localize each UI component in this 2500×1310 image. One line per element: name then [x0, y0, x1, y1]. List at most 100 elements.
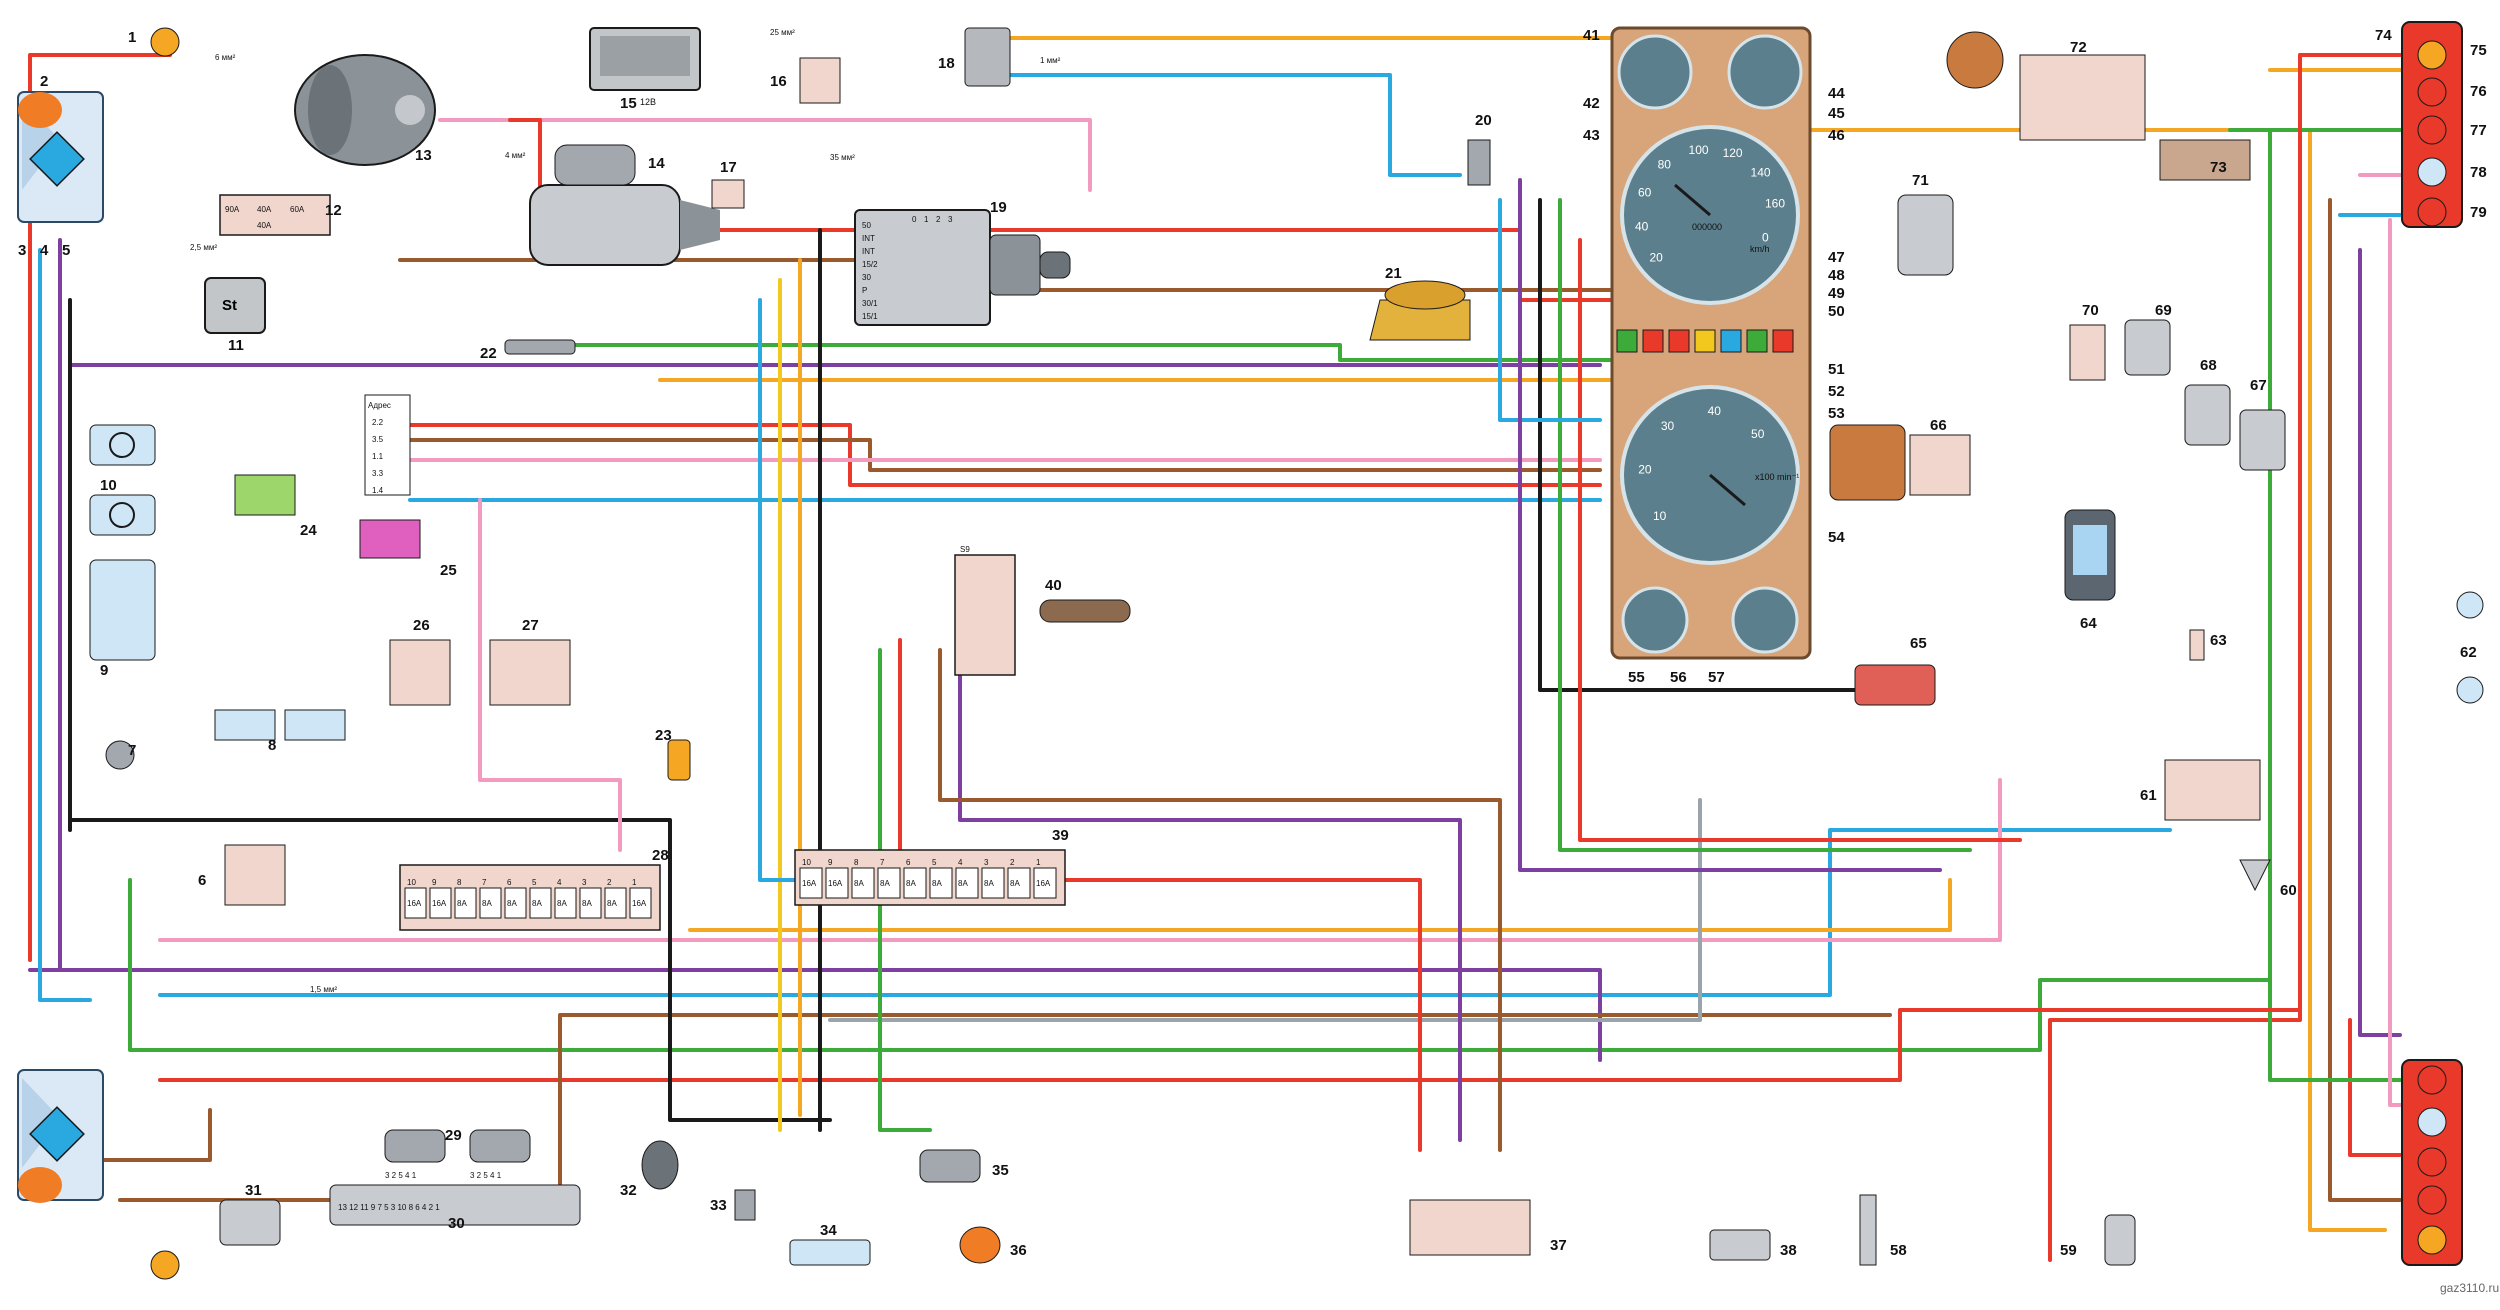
- callout-75: 75: [2470, 42, 2487, 59]
- fuse-slot: [504, 887, 527, 919]
- fuse-slot: [429, 887, 452, 919]
- callout-73: 73: [2210, 159, 2227, 176]
- fuse-number: 5: [932, 858, 937, 867]
- fuse-slot: [929, 867, 953, 899]
- odometer: 000000: [1692, 222, 1722, 232]
- speedo-tick-label: 60: [1638, 185, 1652, 199]
- headlamp-top: [17, 91, 104, 223]
- wire-black-lower: [68, 818, 832, 1122]
- callout-41: 41: [1583, 27, 1600, 44]
- callout-26: 26: [413, 617, 430, 634]
- battery-voltage: 12В: [640, 97, 656, 107]
- callout-60: 60: [2280, 882, 2297, 899]
- callout-27: 27: [522, 617, 539, 634]
- tacho-tick-label: 30: [1661, 419, 1675, 433]
- callout-58: 58: [1890, 1242, 1907, 1259]
- fuse-slot: [1007, 867, 1031, 899]
- ign-pos-0: 0: [912, 215, 917, 224]
- tacho-unit: x100 min⁻¹: [1755, 472, 1799, 482]
- sensor-22: [504, 339, 576, 355]
- callout-76: 76: [2470, 83, 2487, 100]
- wire-size-2: 6 мм²: [215, 53, 236, 62]
- ign-term-int2: INT: [862, 247, 875, 256]
- callout-56: 56: [1670, 669, 1687, 686]
- switch-73: [2159, 139, 2251, 181]
- sensor-59: [2104, 1214, 2136, 1266]
- fuse-slot: [877, 867, 901, 899]
- starter-relay-label: St: [222, 297, 237, 314]
- indicator-lamp: [1746, 329, 1768, 353]
- speedo-tick-label: 80: [1658, 157, 1672, 171]
- address-row-3: 1.1: [372, 452, 384, 461]
- callout-7: 7: [128, 742, 136, 759]
- callout-5: 5: [62, 242, 70, 259]
- fuse-rating: 8A: [482, 899, 492, 908]
- fuse-slot: [799, 867, 823, 899]
- wire-orange-top: [1008, 36, 2387, 1232]
- fuse-number: 2: [1010, 858, 1015, 867]
- rear-lamp-top: [2401, 21, 2463, 228]
- switch-35: [919, 1149, 981, 1183]
- fuse-number: 7: [880, 858, 885, 867]
- sensor-60: [2239, 859, 2271, 892]
- callout-51: 51: [1828, 361, 1845, 378]
- fuse-rating: 8A: [582, 899, 592, 908]
- fuse-rating: 16A: [632, 899, 647, 908]
- wire-size-notes: 2,5 мм² 6 мм² 25 мм² 4 мм² 1 мм² 1,5 мм²…: [190, 28, 1061, 994]
- speedo-tick-label: 100: [1689, 143, 1709, 157]
- wiper-switch: S9: [954, 545, 1131, 676]
- brake-fluid-reservoir: [1369, 280, 1471, 341]
- main-fuse-block: 90А 40А 60А 40А: [219, 194, 331, 236]
- fuse-rating: 16A: [432, 899, 447, 908]
- wires: [28, 36, 2402, 1262]
- indicator-lamp: [1772, 329, 1794, 353]
- relay-17: [711, 179, 745, 209]
- callout-55: 55: [1628, 669, 1645, 686]
- callout-39: 39: [1052, 827, 1069, 844]
- wire-pink-center: [478, 498, 622, 852]
- ign-pos-3: 3: [948, 215, 953, 224]
- fuse-number: 10: [802, 858, 811, 867]
- washer-pump: [105, 740, 135, 770]
- wire-size-6: 1,5 мм²: [310, 985, 337, 994]
- fuse-number: 4: [958, 858, 963, 867]
- callout-25: 25: [440, 562, 457, 579]
- callout-21: 21: [1385, 265, 1402, 282]
- callout-78: 78: [2470, 164, 2487, 181]
- callout-42: 42: [1583, 95, 1600, 112]
- callout-46: 46: [1828, 127, 1845, 144]
- washer-motor-31: [219, 1199, 281, 1246]
- fuse-number: 1: [632, 878, 637, 887]
- callout-68: 68: [2200, 357, 2217, 374]
- fuse-slot: [479, 887, 502, 919]
- address-row-1: 2.2: [372, 418, 384, 427]
- callout-66: 66: [1930, 417, 1947, 434]
- callout-28: 28: [652, 847, 669, 864]
- relay-6: [224, 844, 286, 906]
- callout-49: 49: [1828, 285, 1845, 302]
- wire-purple-rear: [2358, 248, 2402, 1037]
- fuse-rating: 16A: [407, 899, 422, 908]
- callout-77: 77: [2470, 122, 2487, 139]
- block30-pins: 13 12 11 9 7 5 3 10 8 6 4 2 1: [338, 1203, 440, 1212]
- wire-pink-top: [438, 118, 1092, 192]
- ign-term-152: 15/2: [862, 260, 878, 269]
- callout-65: 65: [1910, 635, 1927, 652]
- battery: 12В: [589, 27, 701, 107]
- relay-27: [489, 639, 571, 706]
- callout-17: 17: [720, 159, 737, 176]
- fuse-number: 3: [582, 878, 587, 887]
- fuse-rating: 8A: [854, 879, 864, 888]
- callout-67: 67: [2250, 377, 2267, 394]
- wire-green-lower: [228, 978, 2272, 1052]
- fuse-slot: [955, 867, 979, 899]
- fuse-number: 9: [432, 878, 437, 887]
- fuse-number: 8: [457, 878, 462, 887]
- fuse-slot: [454, 887, 477, 919]
- fuse-rating: 8A: [932, 879, 942, 888]
- wire-red-cluster: [1578, 238, 2022, 842]
- callout-40: 40: [1045, 577, 1062, 594]
- ign-pos-2: 2: [936, 215, 941, 224]
